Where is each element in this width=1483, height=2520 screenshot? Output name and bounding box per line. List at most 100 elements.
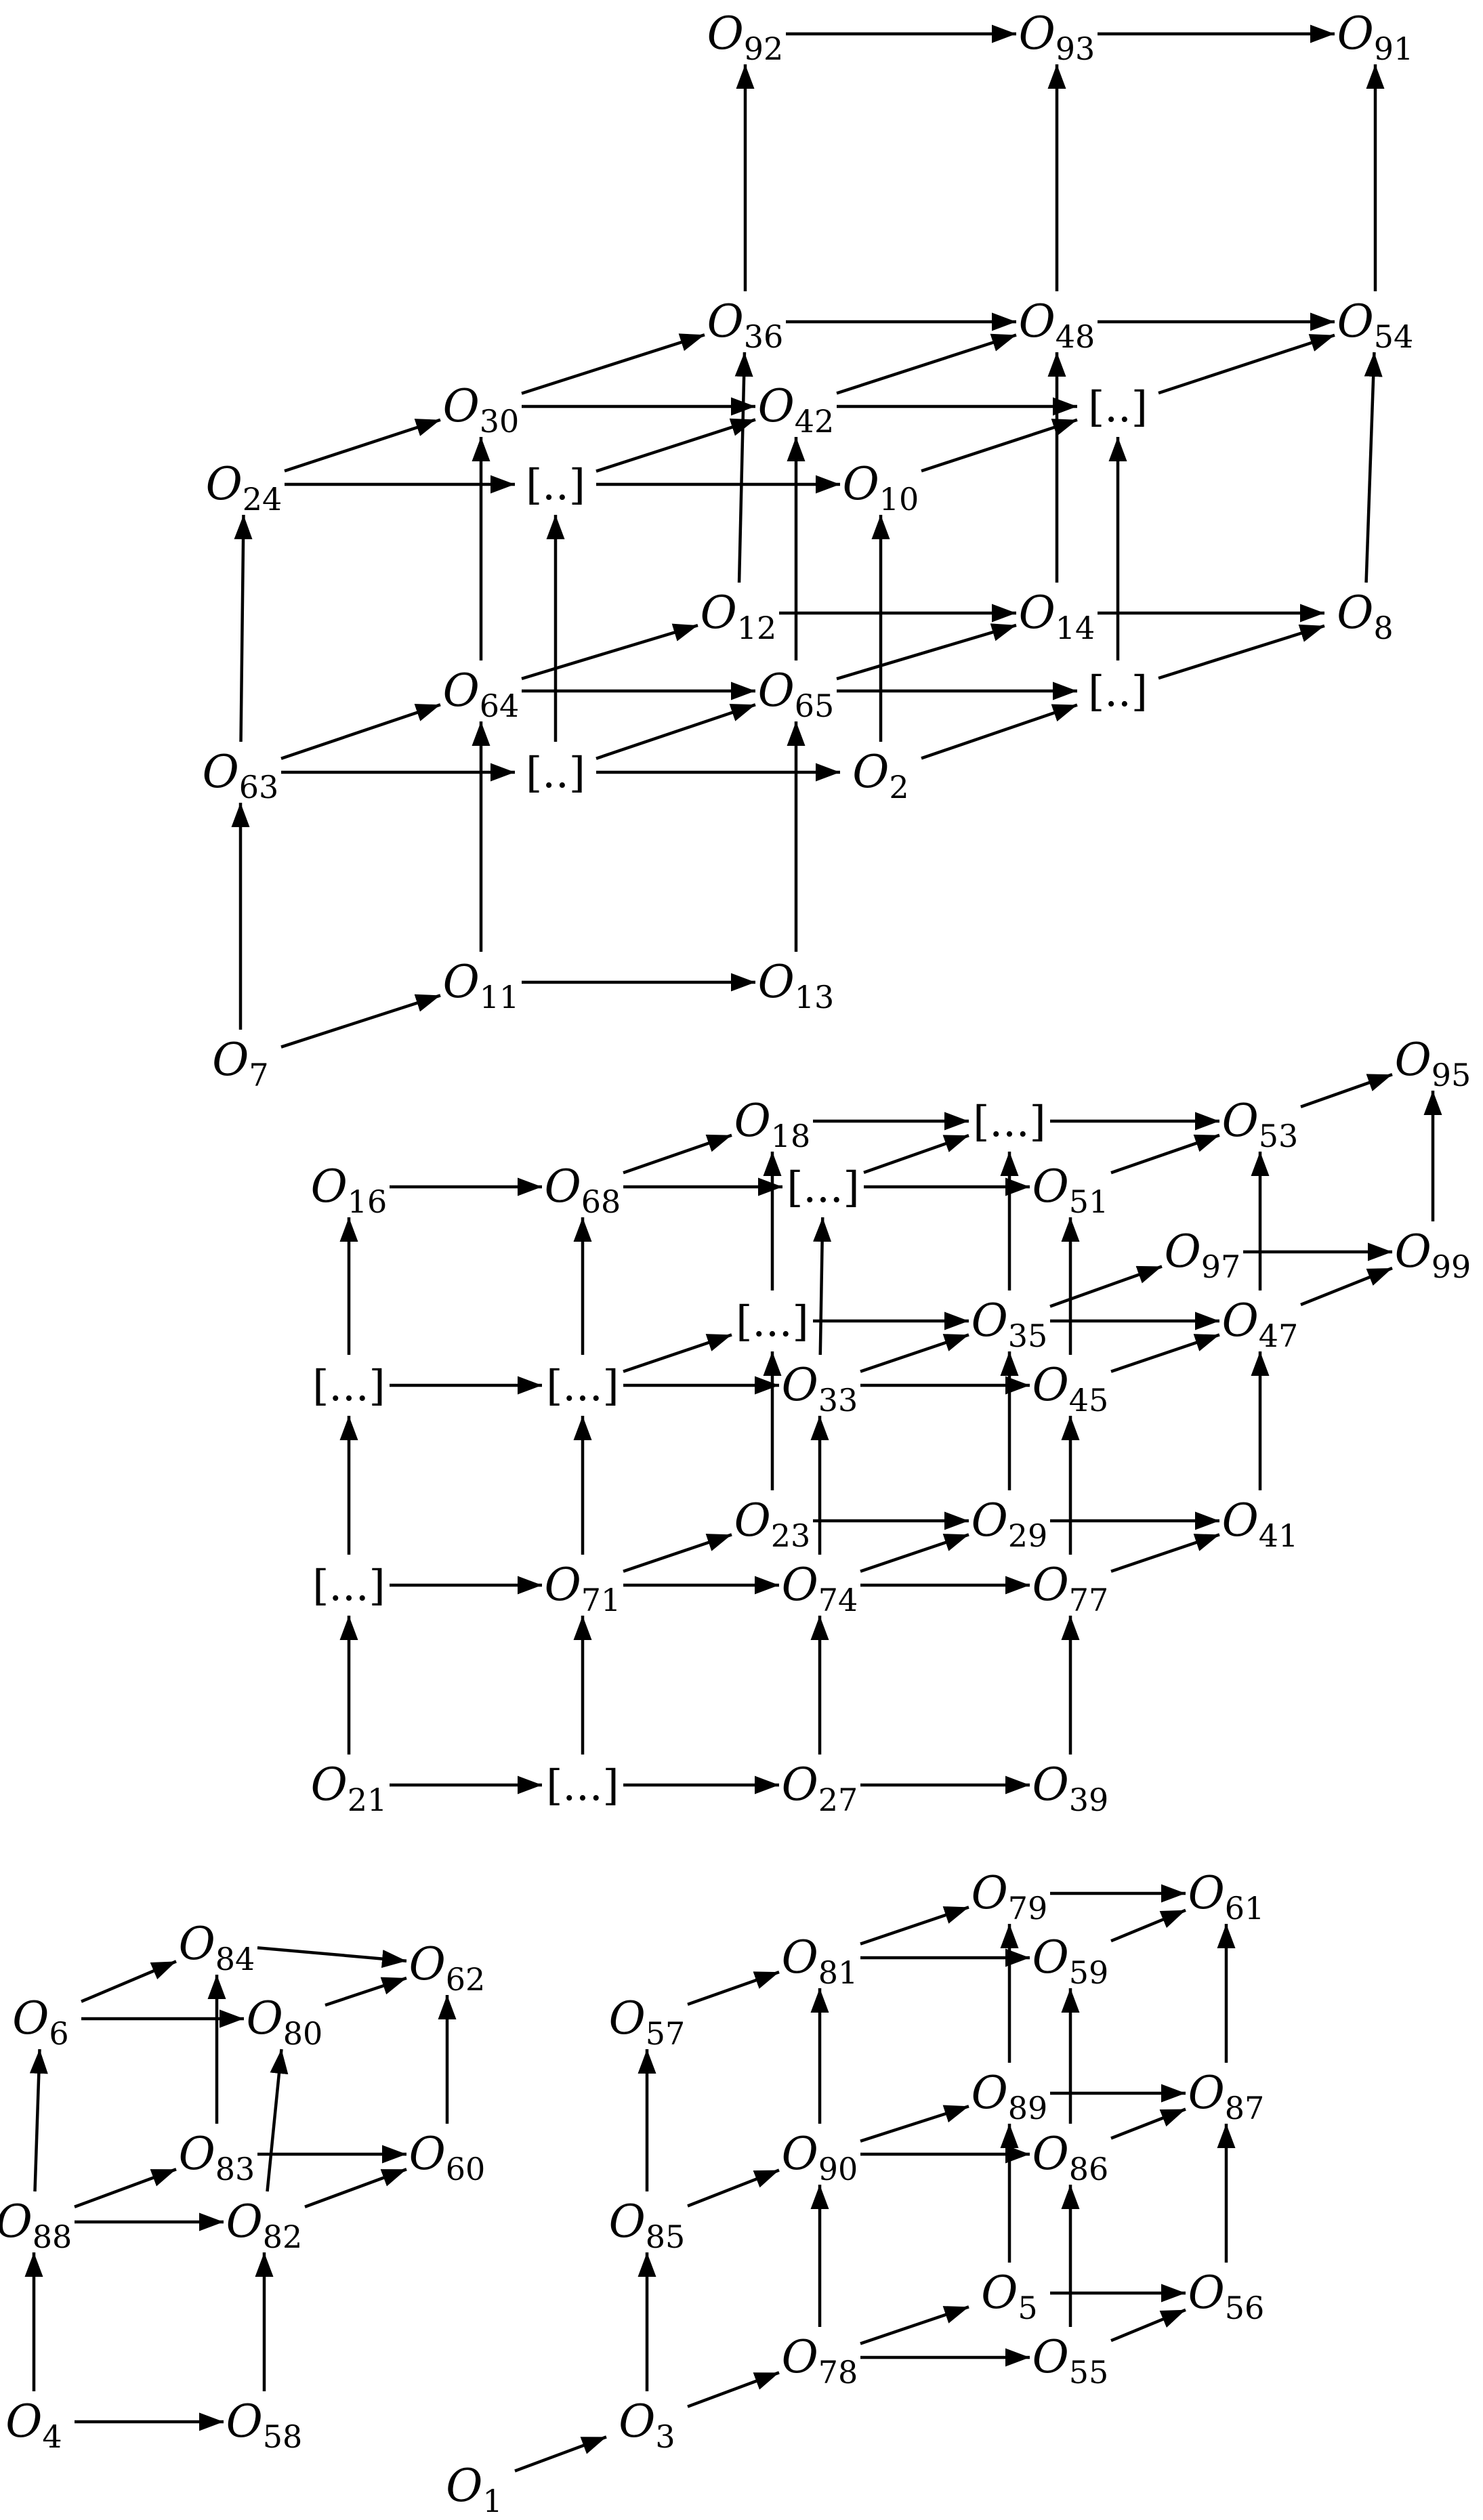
edge-o35-to-o97 <box>1049 1265 1163 1308</box>
node-base: O <box>972 1867 1008 1919</box>
node-subscript: 54 <box>1374 318 1414 355</box>
node-base: O <box>758 956 795 1008</box>
node-subscript: 21 <box>348 1782 388 1818</box>
node-o89: O89 <box>972 2067 1048 2126</box>
edge-o53-to-o95 <box>1300 1073 1393 1108</box>
edge-o81-to-o79 <box>860 1906 969 1946</box>
node-o8: O8 <box>1337 587 1393 646</box>
node-e6: [...] <box>312 1561 385 1610</box>
node-subscript: 65 <box>795 688 835 724</box>
node-o91: O91 <box>1337 7 1414 67</box>
node-o51: O51 <box>1032 1160 1109 1220</box>
node-subscript: 90 <box>818 2151 858 2187</box>
node-subscript: 83 <box>215 2151 255 2187</box>
node-o30: O30 <box>443 380 520 440</box>
node-e5: [...] <box>546 1361 619 1410</box>
node-subscript: 77 <box>1069 1582 1109 1618</box>
node-base: O <box>1032 1759 1069 1811</box>
edge-o7-to-o11 <box>280 994 441 1049</box>
node-subscript: 35 <box>1008 1318 1048 1354</box>
node-base: O <box>1395 1225 1432 1278</box>
node-base: O <box>203 746 239 798</box>
edge-o57-to-o81 <box>687 1971 780 2006</box>
node-subscript: 45 <box>1069 1382 1109 1419</box>
node-o61: O61 <box>1188 1867 1265 1927</box>
node-subscript: 55 <box>1069 2354 1109 2391</box>
node-subscript: 3 <box>655 2418 675 2455</box>
node-base: O <box>226 2395 263 2448</box>
edge-o2-to-dC <box>921 703 1078 760</box>
node-base: O <box>734 1494 771 1547</box>
edge-o30-to-o36 <box>521 333 705 395</box>
node-base: O <box>1032 2331 1069 2383</box>
node-o80: O80 <box>247 1992 323 2052</box>
node-o33: O33 <box>782 1359 858 1419</box>
node-subscript: 93 <box>1056 30 1095 67</box>
edge-o12-to-o36 <box>734 352 753 583</box>
edge-o63-to-o64 <box>280 703 441 760</box>
node-subscript: 64 <box>480 688 520 724</box>
node-o48: O48 <box>1019 295 1095 355</box>
node-base: O <box>311 1160 348 1213</box>
edge-o1-to-o3 <box>514 2435 607 2473</box>
node-subscript: 42 <box>795 403 835 440</box>
node-base: O <box>843 458 879 510</box>
node-base: O <box>972 2067 1008 2119</box>
node-base: O <box>981 2267 1018 2319</box>
node-o95: O95 <box>1395 1034 1471 1093</box>
node-e4: [...] <box>312 1361 385 1410</box>
node-subscript: 68 <box>581 1183 621 1220</box>
node-subscript: 12 <box>737 610 777 646</box>
node-base: O <box>1188 2267 1225 2319</box>
node-subscript: 80 <box>283 2015 323 2052</box>
node-base: O <box>1222 1295 1259 1347</box>
node-e3: [...] <box>736 1297 809 1346</box>
edge-o82-to-o80 <box>266 2049 289 2192</box>
node-subscript: 30 <box>480 403 520 440</box>
node-base: O <box>1019 587 1056 639</box>
node-base: O <box>179 2128 215 2180</box>
node-o79: O79 <box>972 1867 1048 1927</box>
node-o58: O58 <box>226 2395 303 2455</box>
node-base: O <box>782 2128 818 2180</box>
edge-o8-to-o54 <box>1364 352 1383 583</box>
node-o81: O81 <box>782 1931 858 1991</box>
node-subscript: 74 <box>818 1582 858 1618</box>
node-o42: O42 <box>758 380 835 440</box>
node-subscript: 39 <box>1069 1782 1109 1818</box>
edge-e5-to-e3 <box>623 1333 732 1373</box>
node-base: O <box>206 458 243 510</box>
node-o84: O84 <box>179 1918 255 1977</box>
node-o77: O77 <box>1032 1559 1109 1618</box>
edges-layer <box>24 24 1442 2473</box>
node-subscript: 11 <box>480 979 520 1015</box>
node-o90: O90 <box>782 2128 858 2187</box>
edge-o51-to-o53 <box>1110 1133 1220 1175</box>
node-base: O <box>1019 295 1056 348</box>
node-o99: O99 <box>1395 1225 1471 1285</box>
node-o65: O65 <box>758 665 835 724</box>
node-base: O <box>311 1759 348 1811</box>
node-base: O <box>1222 1095 1259 1147</box>
edge-dC-to-o8 <box>1158 624 1325 680</box>
node-subscript: 61 <box>1225 1890 1265 1927</box>
node-o62: O62 <box>409 1938 486 1998</box>
node-o56: O56 <box>1188 2267 1265 2326</box>
node-base: O <box>758 380 795 432</box>
node-o36: O36 <box>707 295 784 355</box>
edge-o71-to-o23 <box>623 1533 732 1573</box>
node-subscript: 92 <box>744 30 784 67</box>
node-subscript: 2 <box>889 769 908 805</box>
node-base: O <box>443 665 480 717</box>
node-base: O <box>247 1992 283 2044</box>
node-o39: O39 <box>1032 1759 1109 1818</box>
node-o55: O55 <box>1032 2331 1109 2391</box>
node-subscript: 71 <box>581 1582 621 1618</box>
node-subscript: 36 <box>744 318 784 355</box>
node-base: O <box>734 1095 771 1147</box>
node-o45: O45 <box>1032 1359 1109 1419</box>
node-base: O <box>1188 1867 1225 1919</box>
node-base: O <box>1395 1034 1432 1086</box>
node-subscript: 85 <box>646 2219 686 2255</box>
node-base: O <box>707 295 744 348</box>
